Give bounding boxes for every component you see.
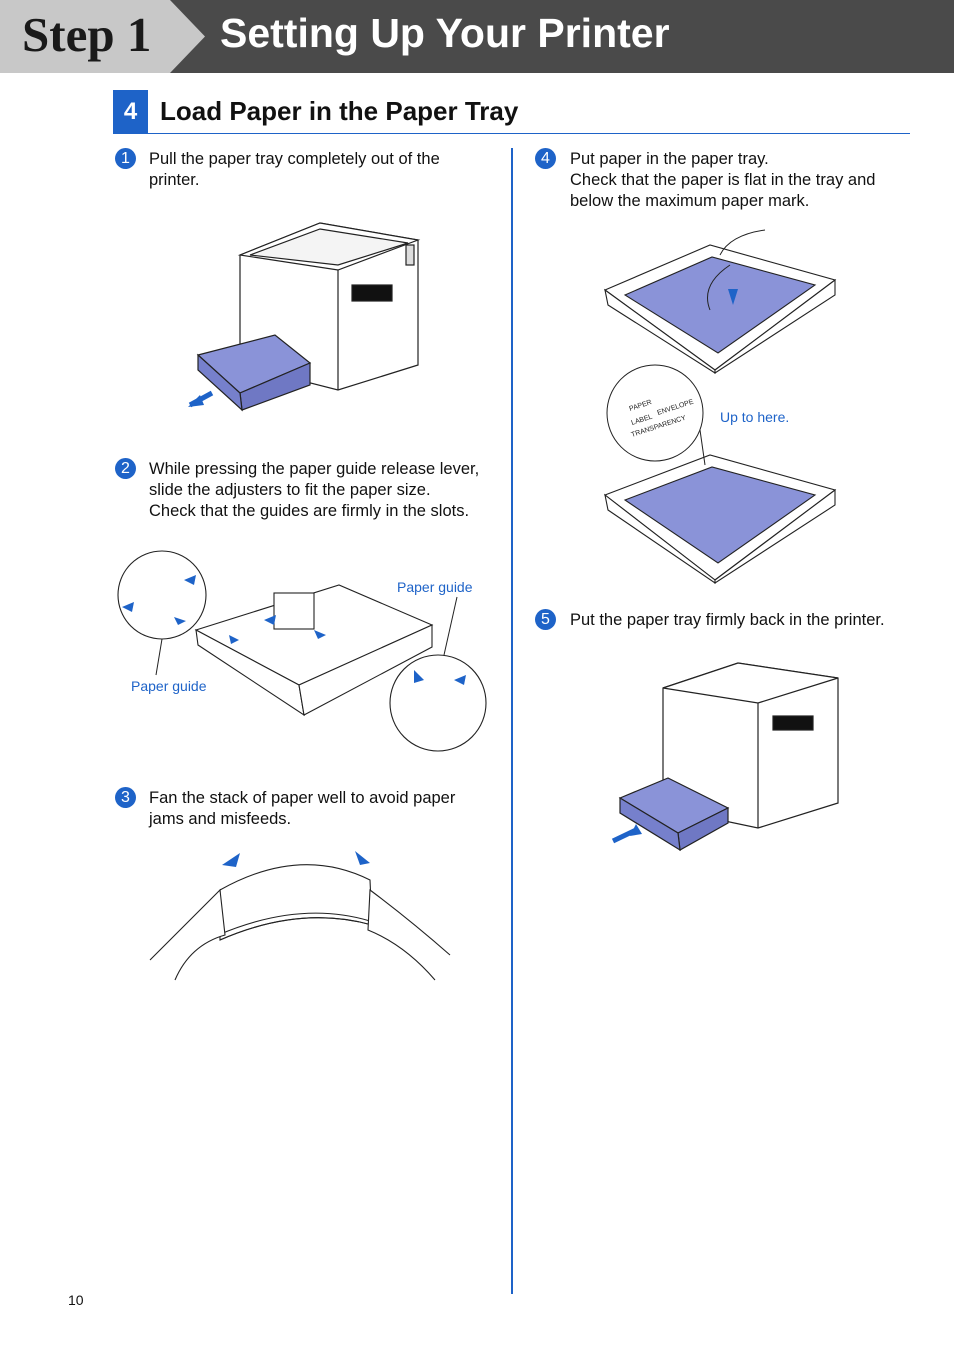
step-tab-shape xyxy=(0,0,205,73)
section-title: Load Paper in the Paper Tray xyxy=(160,96,519,126)
fan-paper-illustration xyxy=(149,851,451,981)
caption-paper-guide-top: Paper guide xyxy=(397,579,473,595)
page-number: 10 xyxy=(68,1292,84,1308)
column-divider xyxy=(511,148,513,1294)
step-label: Step 1 xyxy=(22,7,152,62)
step-3-bullet: 3 xyxy=(115,787,136,808)
page-header: Step 1 Setting Up Your Printer xyxy=(0,0,954,73)
step-2-text: While pressing the paper guide release l… xyxy=(149,460,480,520)
paper-in-tray-illustration: PAPER LABEL ENVELOPE TRANSPARENCY xyxy=(603,229,837,585)
caption-paper-guide-left: Paper guide xyxy=(131,678,207,694)
step-1-bullet: 1 xyxy=(115,148,136,169)
step-3-text: Fan the stack of paper well to avoid pap… xyxy=(149,789,456,828)
step-4-bullet: 4 xyxy=(535,148,556,169)
section-rule xyxy=(113,133,910,134)
page-title: Setting Up Your Printer xyxy=(220,10,670,56)
step-1-text: Pull the paper tray completely out of th… xyxy=(149,150,440,189)
printer-tray-in-illustration xyxy=(611,662,839,852)
step-2-bullet: 2 xyxy=(115,458,136,479)
step-5-text: Put the paper tray firmly back in the pr… xyxy=(570,611,885,629)
step-4-text: Put paper in the paper tray.Check that t… xyxy=(570,150,876,210)
printer-tray-out-illustration xyxy=(188,222,421,412)
section-number-badge: 4 xyxy=(113,90,148,133)
step-5-bullet: 5 xyxy=(535,609,556,630)
caption-up-to-here: Up to here. xyxy=(720,409,790,425)
paper-guide-adjust-illustration xyxy=(117,550,487,752)
